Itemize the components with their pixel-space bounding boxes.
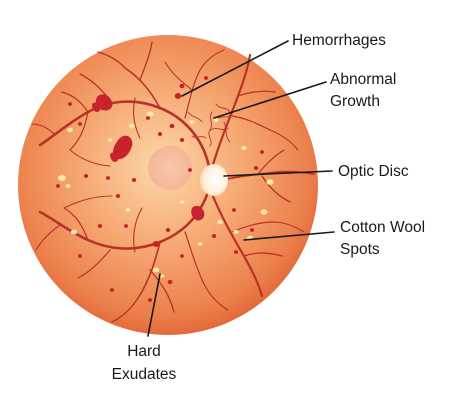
cotton-wool-leader bbox=[243, 231, 335, 241]
hard-exudates-leader bbox=[147, 273, 161, 337]
optic-disc-leader bbox=[223, 170, 333, 177]
hemorrhages-leader bbox=[181, 40, 289, 97]
leader-lines bbox=[147, 40, 335, 337]
hard-exudates-label-line2: Exudates bbox=[112, 366, 177, 383]
hemorrhages-label: Hemorrhages bbox=[292, 32, 386, 49]
hard-exudates-label-line1: Hard bbox=[127, 343, 161, 360]
abnormal-growth-label-line2: Growth bbox=[330, 93, 380, 110]
abnormal-growth-leader bbox=[213, 81, 327, 119]
hemorrhages bbox=[56, 76, 264, 302]
cotton-wool-label-line2: Spots bbox=[340, 241, 380, 258]
abnormal-growth-label-line1: Abnormal bbox=[330, 71, 396, 88]
optic-disc bbox=[200, 164, 228, 196]
cotton-wool-label-line1: Cotton Wool bbox=[340, 219, 425, 236]
optic-disc-label: Optic Disc bbox=[338, 163, 409, 180]
macula bbox=[148, 146, 192, 190]
exudates bbox=[58, 111, 274, 278]
